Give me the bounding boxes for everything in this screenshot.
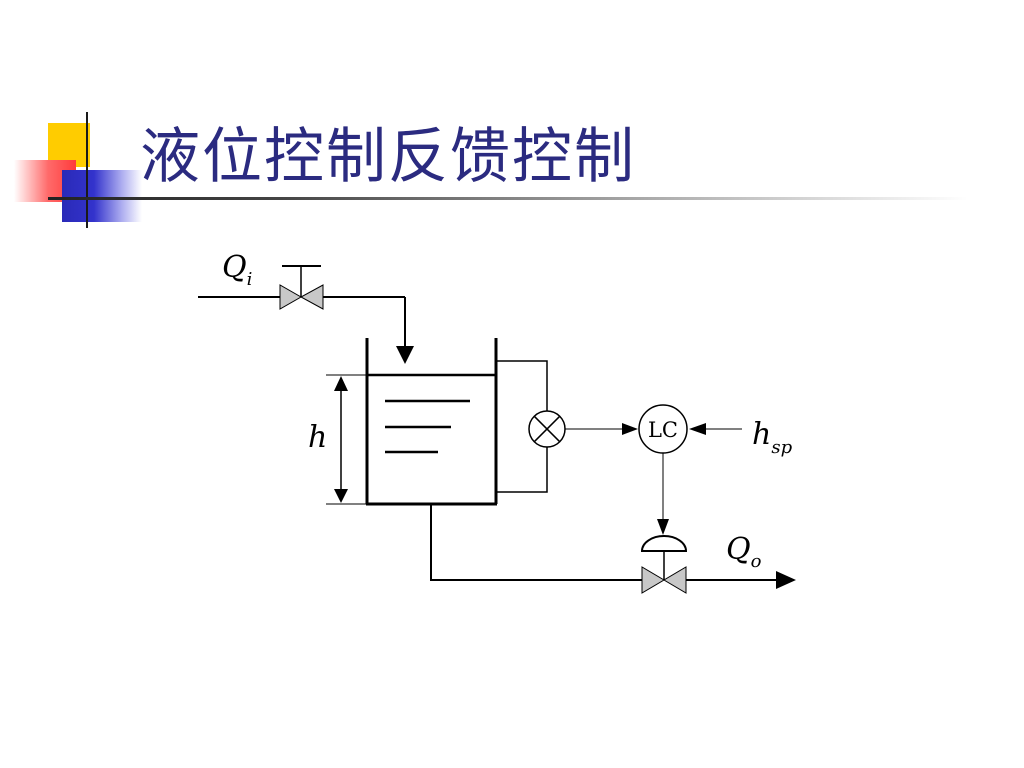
inflow-label: Qi xyxy=(222,250,252,290)
outflow-label: Qo xyxy=(726,532,762,572)
liquid-surface-lines xyxy=(385,399,470,454)
tank xyxy=(365,338,498,506)
inflow-pipe xyxy=(198,296,414,364)
decor-yellow-square xyxy=(48,123,90,167)
decor-blue-square xyxy=(62,170,142,222)
controller-label: LC xyxy=(648,418,678,442)
title-underline xyxy=(48,197,968,200)
control-signal-line xyxy=(657,453,669,535)
level-dimension xyxy=(326,374,367,505)
setpoint-label: hsp xyxy=(752,417,793,458)
level-label: h xyxy=(308,420,327,455)
inflow-valve-icon xyxy=(279,265,324,310)
level-sensor-icon xyxy=(528,410,566,448)
outflow-pipe xyxy=(430,504,796,589)
setpoint-signal-line xyxy=(689,423,742,435)
slide-title: 液位控制反馈控制 xyxy=(140,122,636,192)
measurement-signal-line xyxy=(565,423,638,435)
control-valve-icon xyxy=(640,535,688,594)
decor-vertical-line xyxy=(86,112,88,228)
